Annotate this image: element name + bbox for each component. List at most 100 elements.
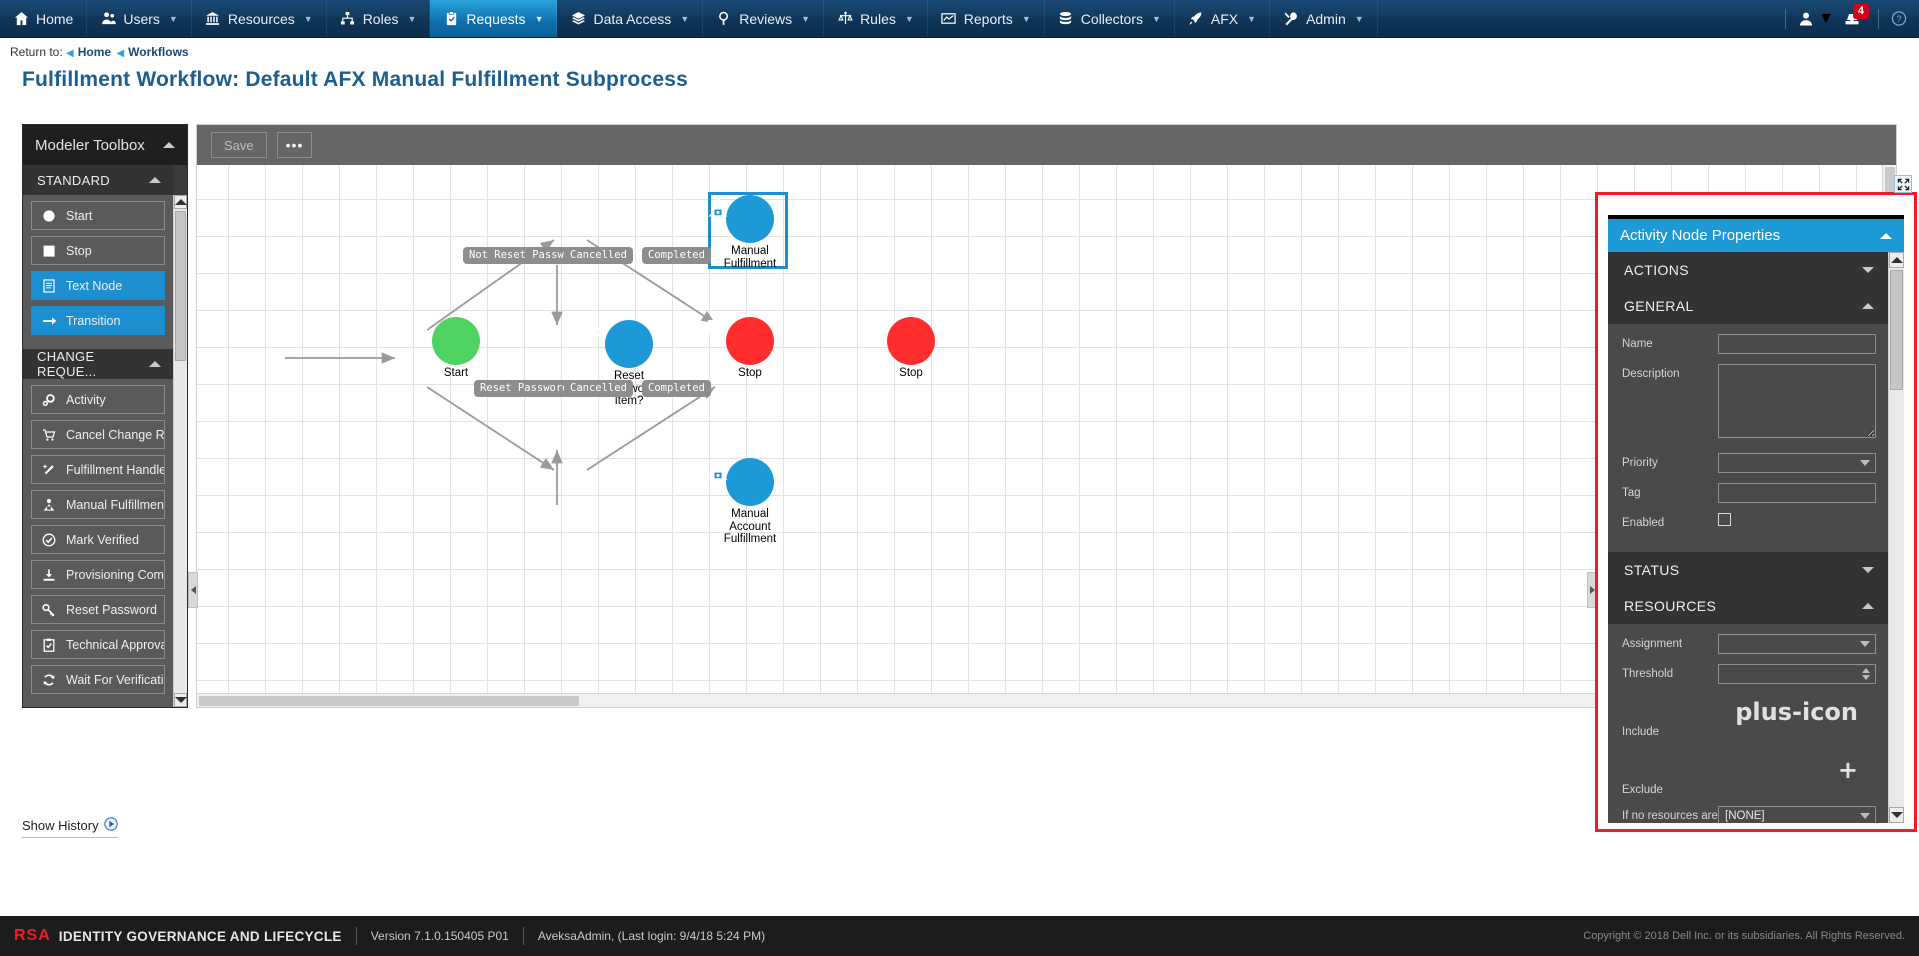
properties-scrollbar[interactable] [1888,252,1904,823]
nav-item-admin[interactable]: Admin ▼ [1270,0,1378,37]
refresh-icon [41,672,57,688]
nav-item-resources[interactable]: Resources ▼ [192,0,327,37]
help-icon[interactable]: ? [1891,11,1907,27]
description-textarea[interactable] [1718,364,1876,438]
section-general[interactable]: GENERAL [1608,288,1888,324]
properties-header[interactable]: Activity Node Properties [1608,219,1904,252]
nav-label: Home [36,10,74,27]
priority-select[interactable] [1718,453,1876,473]
toolbox-item-reset-password[interactable]: Reset Password [31,595,165,624]
nav-label: Requests [466,10,526,27]
toolbox-item-cancel-change-request[interactable]: Cancel Change Req... [31,420,165,449]
nav-item-reviews[interactable]: Reviews ▼ [703,0,825,37]
canvas-horizontal-scrollbar[interactable] [197,693,1882,707]
tag-input[interactable] [1718,483,1876,503]
stepper-arrows-icon[interactable] [1862,668,1870,680]
chevron-up-icon[interactable] [163,142,175,148]
chevron-down-icon[interactable]: ▼ [1818,9,1834,27]
chevron-up-icon[interactable] [1880,232,1892,239]
nav-item-collectors[interactable]: Collectors ▼ [1045,0,1175,37]
toolbox-item-technical-approval[interactable]: Technical Approval [31,630,165,659]
scroll-down-button[interactable] [1889,807,1904,823]
svg-text:?: ? [1896,14,1901,24]
properties-scroll-content: ACTIONS GENERAL Name Description [1608,252,1888,823]
chevron-down-icon[interactable] [1862,567,1874,573]
name-input[interactable] [1718,334,1876,354]
toolbox-group-change-request[interactable]: CHANGE REQUE... [23,349,173,379]
node-manual-fulfillment[interactable]: Manual Fulfillment [705,195,795,270]
chevron-right-icon [1589,586,1595,594]
chevron-down-icon: ▼ [168,13,178,24]
nav-item-home[interactable]: Home [0,0,88,37]
toolbox-item-fulfillment-handler[interactable]: Fulfillment Handler [31,455,165,484]
section-resources[interactable]: RESOURCES [1608,588,1888,624]
toolbox-item-transition[interactable]: Transition [31,306,165,335]
node-stop-2[interactable]: Stop [866,317,956,380]
plus-icon[interactable]: + [1837,756,1858,784]
expand-fullscreen-icon[interactable] [1894,175,1912,193]
play-circle-icon [103,817,118,834]
scroll-up-button[interactable] [174,195,187,209]
node-stop-1[interactable]: Stop [705,317,795,380]
square-icon [41,243,57,259]
nav-item-afx[interactable]: AFX ▼ [1175,0,1271,37]
save-button[interactable]: Save [211,132,267,158]
scrollbar-thumb[interactable] [199,696,579,706]
toolbox-item-stop[interactable]: Stop [31,236,165,265]
page-title: Fulfillment Workflow: Default AFX Manual… [22,68,688,91]
node-manual-account-fulfillment[interactable]: Manual Account Fulfillment [705,458,795,546]
item-label: Reset Password [66,602,158,617]
scroll-down-button[interactable] [174,693,187,707]
chevron-up-icon[interactable] [1862,603,1874,609]
user-icon[interactable] [1798,11,1814,27]
scrollbar-thumb[interactable] [175,211,186,361]
chevron-up-icon[interactable] [1862,303,1874,309]
breadcrumb-link-workflows[interactable]: Workflows [128,45,189,59]
section-actions[interactable]: ACTIONS [1608,252,1888,288]
toolbox-group-standard[interactable]: STANDARD [23,165,173,195]
fallback-select[interactable]: [NONE] [1718,806,1876,823]
chevron-up-icon[interactable] [149,177,161,183]
chevron-down-icon: ▼ [534,13,544,24]
plus-icon[interactable]: plus-icon [1735,698,1858,726]
nav-item-requests[interactable]: Requests ▼ [430,0,558,37]
toolbox-item-mark-verified[interactable]: Mark Verified [31,525,165,554]
toolbox-item-manual-fulfillment[interactable]: Manual Fulfillment [31,490,165,519]
edge-label: Not Reset Password [463,247,589,264]
more-options-button[interactable]: ••• [276,132,313,158]
breadcrumb-link-home[interactable]: Home [77,45,112,59]
toolbox-header[interactable]: Modeler Toolbox [23,125,187,165]
item-label: Stop [66,243,92,258]
scrollbar-thumb[interactable] [1890,270,1903,390]
nav-item-users[interactable]: Users ▼ [87,0,192,37]
section-status[interactable]: STATUS [1608,552,1888,588]
item-label: Cancel Change Req... [66,427,165,442]
toolbox-item-wait-for-verification[interactable]: Wait For Verification [31,665,165,694]
show-history-toggle[interactable]: Show History [22,817,118,838]
node-label: Start [443,367,469,379]
chevron-down-icon[interactable] [1862,267,1874,273]
nav-item-rules[interactable]: Rules ▼ [824,0,928,37]
chevron-up-icon[interactable] [149,361,161,367]
chevron-down-icon: ▼ [1247,13,1257,24]
enabled-checkbox[interactable] [1718,513,1731,526]
toolbox-item-activity[interactable]: Activity [31,385,165,414]
nav-item-roles[interactable]: Roles ▼ [327,0,431,37]
nav-label: AFX [1210,10,1239,27]
scroll-up-button[interactable] [1889,252,1904,268]
toolbox-scrollbar[interactable] [173,195,187,707]
notifications-button[interactable]: 4 [1838,3,1869,27]
threshold-stepper[interactable] [1718,664,1876,684]
nav-item-reports[interactable]: Reports ▼ [928,0,1045,37]
nav-item-data-access[interactable]: Data Access ▼ [557,0,704,37]
collapse-left-panel-handle[interactable] [188,572,198,608]
chart-icon [941,11,957,27]
field-row-priority: Priority [1622,453,1876,473]
toolbox-item-start[interactable]: Start [31,201,165,230]
magnifier-icon [716,11,732,27]
toolbox-item-text-node[interactable]: Text Node [31,271,165,300]
toolbox-item-provisioning-command[interactable]: Provisioning Comm... [31,560,165,589]
assignment-select[interactable] [1718,634,1876,654]
divider [1878,8,1879,29]
node-start[interactable]: Start [411,317,501,380]
